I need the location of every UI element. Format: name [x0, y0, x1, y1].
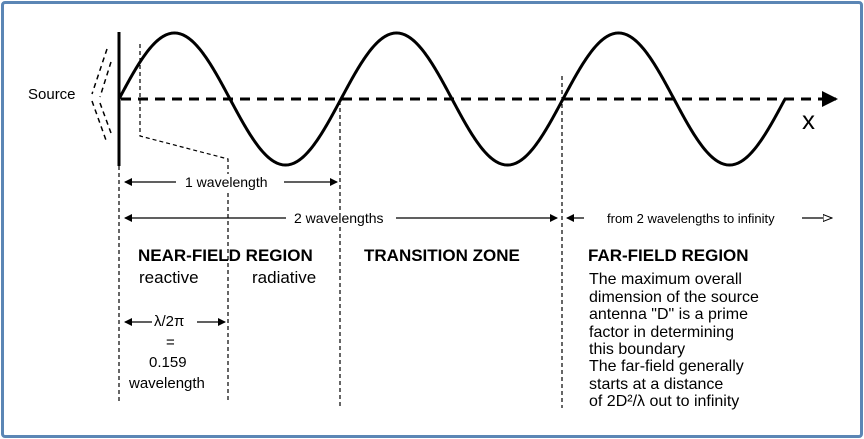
- far-span-label: from 2 wavelengths to infinity: [607, 211, 775, 226]
- far-field-heading: FAR-FIELD REGION: [588, 246, 749, 265]
- transition-zone-heading: TRANSITION ZONE: [364, 246, 520, 265]
- one-wavelength-label: 1 wavelength: [182, 174, 271, 190]
- two-wavelengths-label: 2 wavelengths: [291, 210, 387, 226]
- near-field-heading: NEAR-FIELD REGION: [138, 246, 313, 265]
- wave-curve: [117, 31, 787, 167]
- fraction-unit-label: wavelength: [129, 375, 205, 392]
- reactive-label: reactive: [139, 268, 199, 287]
- x-axis-label: x: [802, 105, 815, 135]
- reactive-boundary-link: [139, 44, 229, 402]
- field-regions-diagram: [91, 31, 838, 408]
- span-arrows: [124, 178, 832, 326]
- far-field-note-dimension: The maximum overall dimension of the sou…: [589, 271, 759, 358]
- source-label: Source: [28, 86, 76, 103]
- equals-label: =: [166, 334, 175, 351]
- source-rays: [91, 48, 112, 144]
- radiative-label: radiative: [252, 268, 317, 287]
- far-field-note-distance: The far-field generally starts at a dist…: [589, 358, 744, 410]
- boundary-lines: [118, 76, 563, 408]
- fraction-value-label: 0.159: [149, 354, 187, 371]
- lambda-over-2pi-label: λ/2π: [154, 313, 185, 330]
